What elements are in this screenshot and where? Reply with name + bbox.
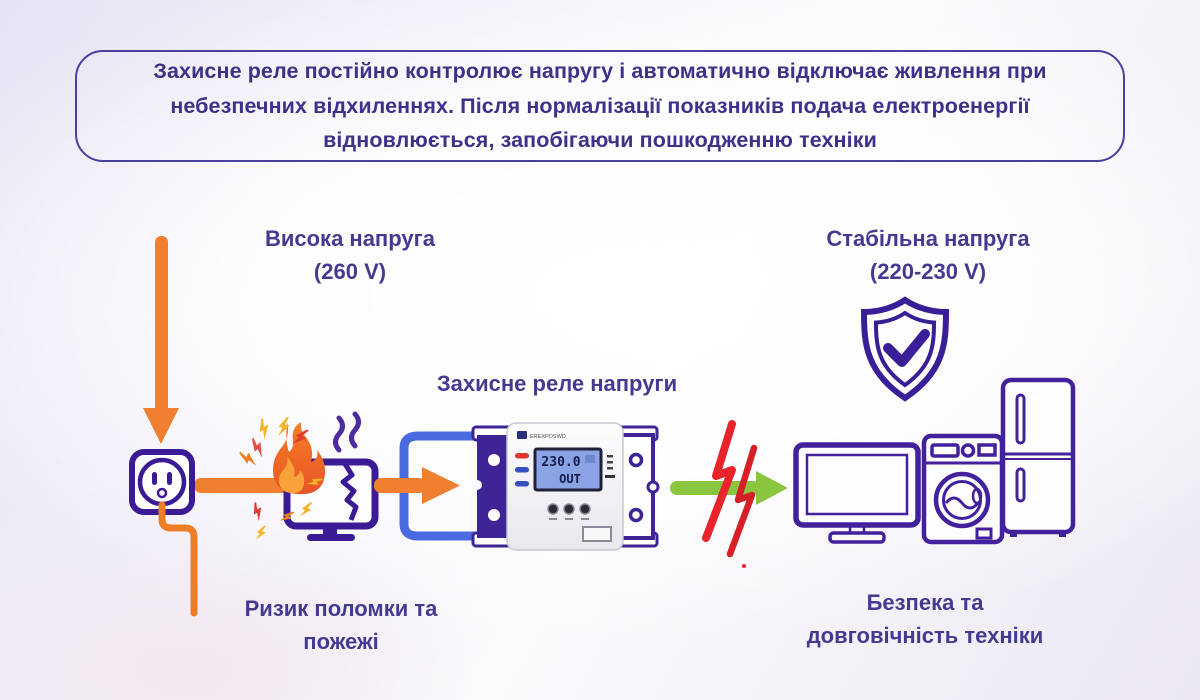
risk-line1: Ризик поломки та — [244, 596, 438, 621]
relay-brand-text: EREXPOSWD — [530, 434, 566, 440]
high-voltage-label: Висока напруга (260 V) — [200, 222, 500, 288]
relay-lcd-line1: 230.0 — [541, 455, 580, 470]
voltage-relay-device: EREXPOSWD 230.0 OUT — [471, 422, 660, 551]
relay-title: Захисне реле напруги — [436, 371, 678, 396]
stable-voltage-label: Стабільна напруга (220-230 V) — [778, 222, 1078, 288]
safety-label: Безпека та довговічність техніки — [775, 586, 1075, 652]
stable-voltage-title: Стабільна напруга — [826, 226, 1030, 251]
arrow-right-icon — [194, 478, 290, 493]
info-banner-text: Захисне реле постійно контролює напругу … — [153, 59, 1047, 153]
relay-title-label: Захисне реле напруги — [407, 367, 707, 400]
arrow-down-icon — [143, 236, 179, 444]
risk-line2: пожежі — [303, 629, 379, 654]
stable-voltage-value: (220-230 V) — [869, 259, 987, 284]
monitor-icon — [793, 442, 921, 544]
high-voltage-value: (260 V) — [313, 259, 387, 284]
fridge-icon — [1000, 377, 1076, 537]
shield-check-icon — [860, 296, 950, 402]
lightning-blocked-icon — [702, 420, 758, 568]
risk-label: Ризик поломки та пожежі — [191, 592, 491, 658]
info-banner: Захисне реле постійно контролює напругу … — [75, 50, 1125, 162]
arrow-right-icon — [374, 467, 460, 504]
power-cord-icon — [158, 501, 198, 617]
safety-line1: Безпека та — [866, 590, 984, 615]
washing-machine-icon — [921, 433, 1005, 545]
burning-tv-icon — [237, 411, 379, 542]
safety-line2: довговічність техніки — [806, 623, 1044, 648]
high-voltage-title: Висока напруга — [264, 226, 436, 251]
relay-lcd-line2: OUT — [559, 472, 581, 486]
